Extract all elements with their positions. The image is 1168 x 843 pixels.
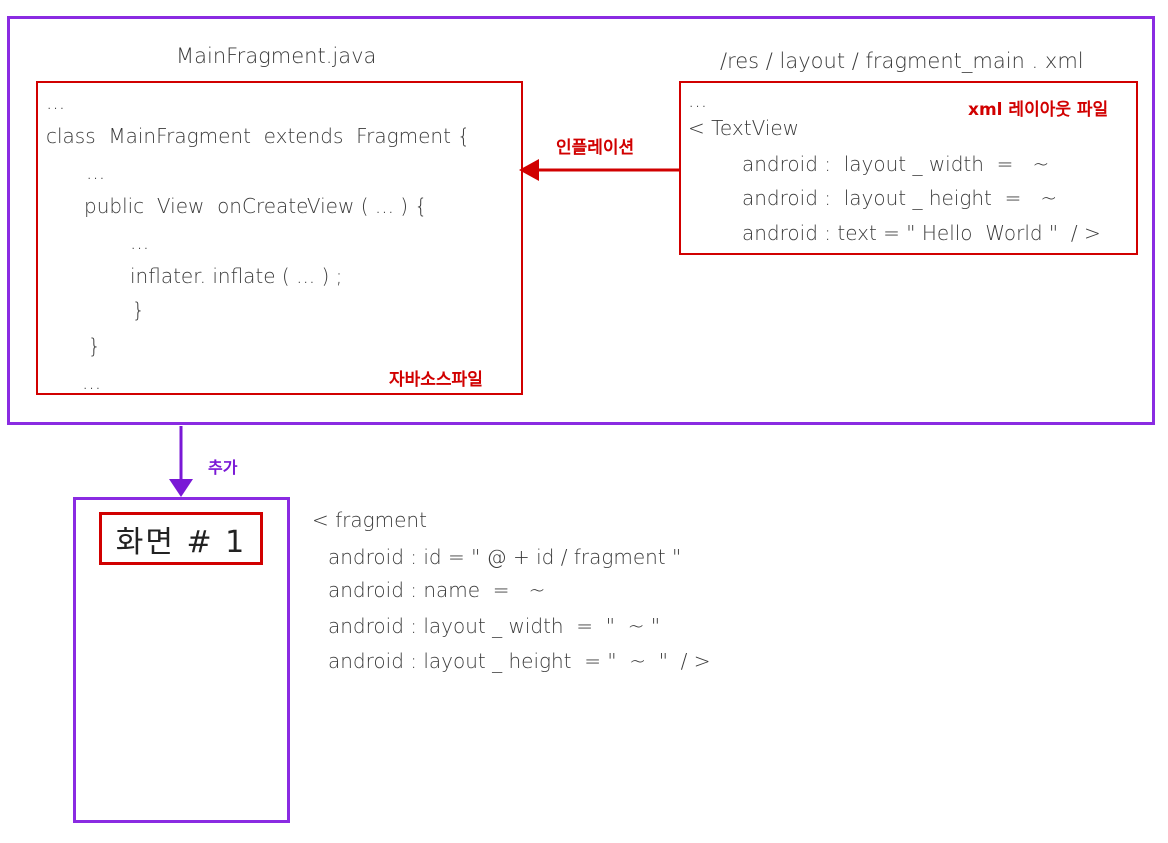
outer-container [7, 16, 1155, 425]
add-label: 추가 [208, 458, 238, 477]
fragment-code-line: < fragment [312, 508, 427, 532]
java-code-line: } [88, 334, 101, 358]
java-code-line: class MainFragment extends Fragment { [46, 124, 471, 148]
java-source-tag: 자바소스파일 [389, 370, 483, 390]
xml-layout-box [679, 81, 1138, 255]
java-code-line: ... [86, 160, 106, 184]
screen-box [73, 497, 290, 823]
java-code-line: } [132, 298, 145, 322]
xml-code-line: ... [688, 88, 708, 112]
fragment-code-line: android : layout _ height = " ~ " / > [328, 649, 711, 673]
screen-title: 화면 # 1 [99, 512, 263, 565]
fragment-code-line: android : name = ~ [328, 578, 546, 602]
xml-layout-tag: xml 레이아웃 파일 [968, 100, 1109, 120]
java-file-title: MainFragment.java [176, 44, 377, 68]
add-arrow [169, 426, 193, 497]
fragment-code-line: android : id = " @ + id / fragment " [328, 545, 682, 569]
java-code-line: inflater. inflate ( ... ) ; [130, 264, 343, 288]
java-code-line: ... [46, 90, 66, 114]
xml-code-line: android : text = " Hello World " / > [742, 221, 1101, 245]
inflation-label: 인플레이션 [556, 138, 635, 158]
xml-code-line: android : layout _ width = ~ [742, 152, 1050, 176]
java-code-line: ... [130, 230, 150, 254]
inflation-arrow [519, 159, 680, 181]
java-code-line: ... [82, 370, 102, 394]
java-code-line: public View onCreateView ( ... ) { [84, 194, 428, 218]
fragment-code-line: android : layout _ width = " ~ " [328, 614, 661, 638]
xml-code-line: android : layout _ height = ~ [742, 186, 1058, 210]
xml-code-line: < TextView [688, 116, 800, 140]
java-source-box [36, 81, 523, 395]
xml-file-title: /res / layout / fragment_main . xml [720, 49, 1084, 73]
